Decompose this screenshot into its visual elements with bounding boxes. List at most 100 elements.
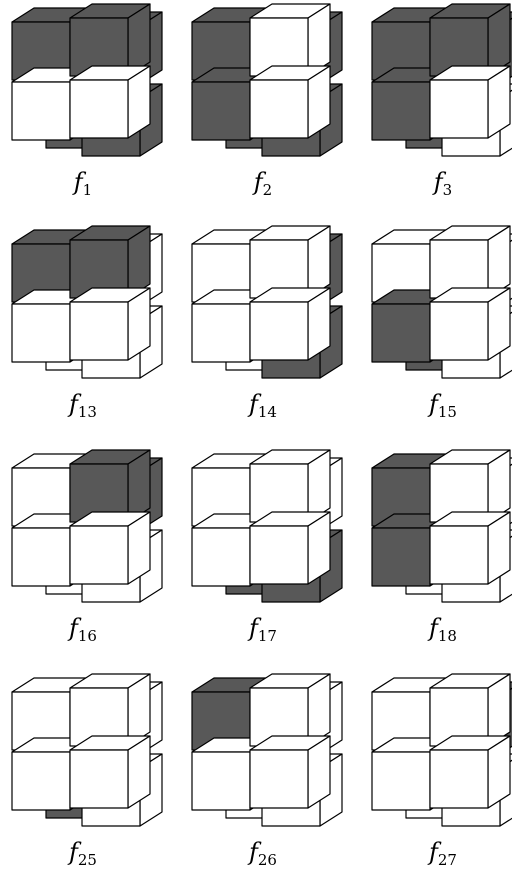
cube-front-face — [250, 750, 308, 808]
cube-TR-blank — [430, 226, 510, 298]
label-base: f — [69, 838, 78, 866]
cube-TR-blank — [250, 4, 330, 76]
cube-BR-blank — [250, 512, 330, 584]
cube-configuration — [8, 452, 158, 612]
cube-front-face — [192, 304, 250, 362]
cube-TR-blank — [430, 674, 510, 746]
cube-front-face — [70, 526, 128, 584]
label-base: f — [254, 168, 263, 196]
label-subscript: 18 — [438, 627, 457, 645]
figure-cell: f16 — [8, 452, 158, 662]
label-base: f — [249, 838, 258, 866]
cube-configuration — [8, 6, 158, 166]
cube-TR-blank — [250, 226, 330, 298]
cube-front-face — [430, 750, 488, 808]
cube-TR-blank — [430, 450, 510, 522]
label-base: f — [69, 390, 78, 418]
label-subscript: 14 — [258, 403, 277, 421]
cube-configuration — [188, 676, 338, 836]
cube-configuration — [188, 452, 338, 612]
figure-cell: f1 — [8, 6, 158, 216]
cube-front-face — [192, 528, 250, 586]
cube-front-face — [192, 752, 250, 810]
cube-configuration — [368, 6, 512, 166]
cube-configuration — [188, 228, 338, 388]
label-base: f — [69, 614, 78, 642]
cube-configuration — [368, 676, 512, 836]
figure-label: f17 — [188, 614, 338, 645]
label-base: f — [429, 390, 438, 418]
cube-front-face — [250, 526, 308, 584]
cube-BR-blank — [70, 736, 150, 808]
cube-configuration — [188, 6, 338, 166]
cube-BR-blank — [70, 512, 150, 584]
cube-TR-shaded — [70, 226, 150, 298]
cube-TR-shaded — [70, 450, 150, 522]
cube-BR-blank — [250, 736, 330, 808]
cube-BR-blank — [430, 736, 510, 808]
label-base: f — [249, 614, 258, 642]
cube-TR-shaded — [70, 4, 150, 76]
label-subscript: 25 — [78, 851, 97, 869]
label-base: f — [249, 390, 258, 418]
figure-cell: f17 — [188, 452, 338, 662]
label-subscript: 17 — [258, 627, 277, 645]
label-base: f — [434, 168, 443, 196]
cube-front-face — [70, 80, 128, 138]
figure-cell: f18 — [368, 452, 512, 662]
cube-BR-blank — [250, 66, 330, 138]
cube-front-face — [372, 752, 430, 810]
cube-front-face — [372, 304, 430, 362]
cube-TR-blank — [70, 674, 150, 746]
figure-label: f18 — [368, 614, 512, 645]
label-subscript: 3 — [443, 181, 453, 199]
figure-label: f16 — [8, 614, 158, 645]
cube-front-face — [70, 302, 128, 360]
cube-BR-blank — [70, 66, 150, 138]
figure-cell: f2 — [188, 6, 338, 216]
label-subscript: 26 — [258, 851, 277, 869]
label-base: f — [429, 614, 438, 642]
cube-BR-blank — [430, 288, 510, 360]
figure-label: f1 — [8, 168, 158, 199]
cube-front-face — [12, 304, 70, 362]
cube-front-face — [250, 80, 308, 138]
cube-front-face — [430, 80, 488, 138]
figure-cell: f13 — [8, 228, 158, 438]
figure-label: f25 — [8, 838, 158, 869]
label-subscript: 27 — [438, 851, 457, 869]
label-subscript: 2 — [263, 181, 273, 199]
figure-label: f2 — [188, 168, 338, 199]
figure-cell: f15 — [368, 228, 512, 438]
figure-label: f3 — [368, 168, 512, 199]
figure-label: f14 — [188, 390, 338, 421]
figure-cell: f3 — [368, 6, 512, 216]
cube-BR-blank — [250, 288, 330, 360]
cube-BR-blank — [430, 66, 510, 138]
cube-front-face — [12, 752, 70, 810]
label-subscript: 16 — [78, 627, 97, 645]
cube-configuration — [8, 228, 158, 388]
cube-TR-blank — [250, 450, 330, 522]
label-subscript: 1 — [83, 181, 93, 199]
cube-front-face — [430, 526, 488, 584]
cube-front-face — [430, 302, 488, 360]
label-subscript: 15 — [438, 403, 457, 421]
label-subscript: 13 — [78, 403, 97, 421]
cube-front-face — [372, 82, 430, 140]
cube-configuration — [8, 676, 158, 836]
figure-label: f13 — [8, 390, 158, 421]
cube-front-face — [12, 82, 70, 140]
cube-front-face — [372, 528, 430, 586]
cube-BR-blank — [430, 512, 510, 584]
cube-front-face — [192, 82, 250, 140]
figure-cell: f25 — [8, 676, 158, 886]
cube-configuration — [368, 228, 512, 388]
cube-front-face — [12, 528, 70, 586]
figure-cell: f26 — [188, 676, 338, 886]
figure-label: f27 — [368, 838, 512, 869]
cube-front-face — [250, 302, 308, 360]
label-base: f — [429, 838, 438, 866]
cube-BR-blank — [70, 288, 150, 360]
